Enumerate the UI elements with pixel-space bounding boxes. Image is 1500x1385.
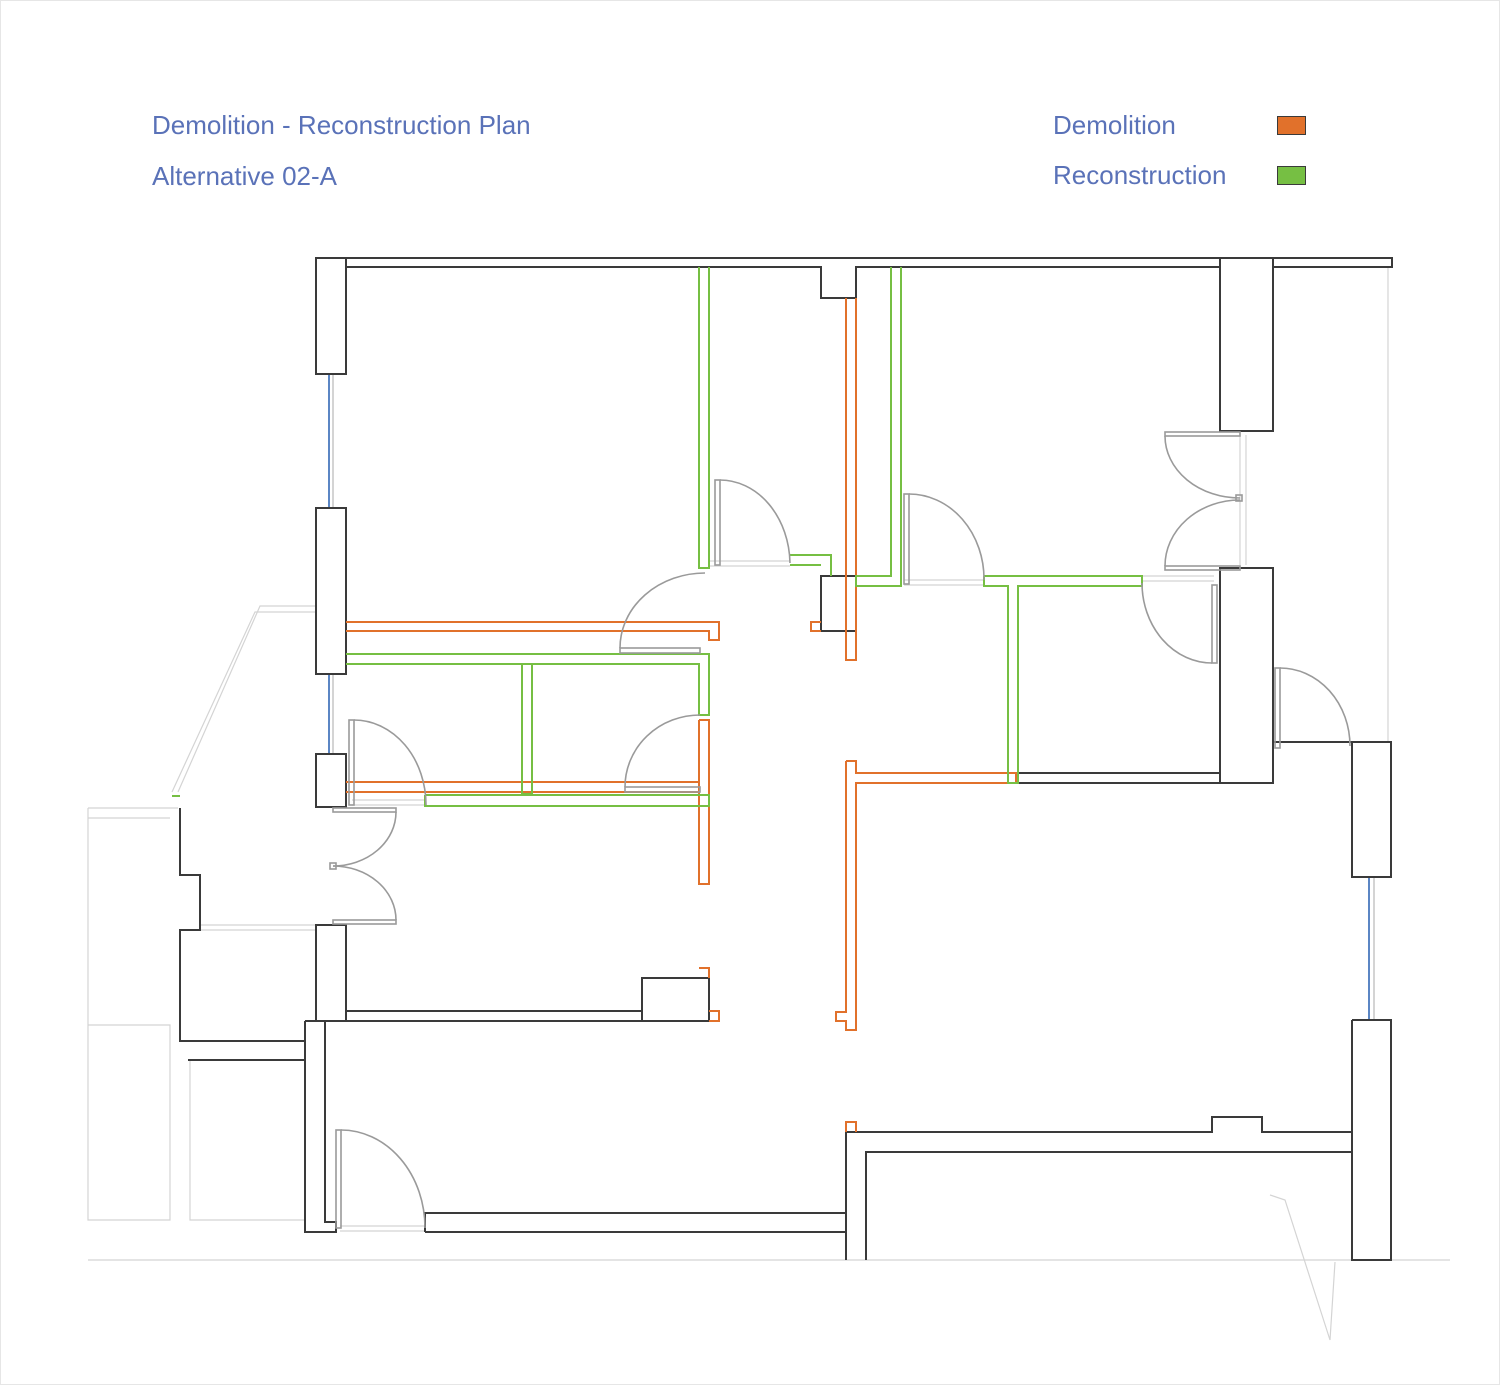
door-bath bbox=[348, 719, 427, 806]
recon-vertical-left bbox=[698, 267, 710, 569]
door-double-left bbox=[329, 807, 397, 925]
demo-vertical-upper bbox=[845, 298, 857, 661]
demo-wall-horizontal-1 bbox=[346, 621, 720, 641]
door-double-right bbox=[1164, 431, 1243, 571]
pier-left-low bbox=[315, 924, 347, 1022]
door-balcony-right bbox=[1274, 667, 1351, 749]
demo-vertical-center bbox=[698, 719, 710, 885]
recon-wall-horizontal-1 bbox=[346, 653, 710, 716]
plan-title: Demolition - Reconstruction Plan bbox=[152, 110, 531, 140]
column-center bbox=[820, 575, 857, 632]
pier-left-mid bbox=[315, 507, 347, 675]
door-room-upper-center bbox=[714, 479, 791, 566]
legend-label-reconstruction: Reconstruction bbox=[1053, 160, 1227, 190]
pier-top-right bbox=[1219, 257, 1274, 432]
doors bbox=[329, 431, 1351, 1229]
door-entrance bbox=[335, 1129, 426, 1229]
column-lower bbox=[641, 977, 710, 1022]
pier-right-mid bbox=[1219, 567, 1274, 784]
reconstruction-walls bbox=[172, 267, 1143, 807]
door-hall-left-upper bbox=[619, 572, 706, 654]
windows bbox=[328, 375, 1375, 1020]
pier-left-small bbox=[315, 753, 347, 808]
existing-walls bbox=[179, 257, 1393, 1261]
top-wall bbox=[316, 257, 1393, 299]
corridor-lower-wall bbox=[304, 1020, 337, 1233]
pier-right-outer bbox=[1351, 741, 1392, 878]
demo-long-wall bbox=[835, 760, 1017, 1031]
recon-wall-horizontal-2 bbox=[424, 794, 710, 807]
recon-vertical-mid bbox=[521, 664, 533, 795]
plan-subtitle: Alternative 02-A bbox=[152, 161, 337, 191]
legend-swatch-demolition bbox=[1277, 116, 1306, 135]
door-hall-left-lower bbox=[624, 714, 701, 793]
pier-top-left bbox=[315, 257, 347, 375]
context-lines bbox=[87, 268, 1450, 1341]
legend-label-demolition: Demolition bbox=[1053, 110, 1176, 140]
door-room-upper-right bbox=[903, 493, 985, 585]
door-room-right bbox=[1141, 582, 1218, 664]
recon-vertical-right bbox=[855, 267, 902, 587]
recon-t-wall bbox=[983, 575, 1143, 784]
legend-swatch-reconstruction bbox=[1277, 166, 1306, 185]
